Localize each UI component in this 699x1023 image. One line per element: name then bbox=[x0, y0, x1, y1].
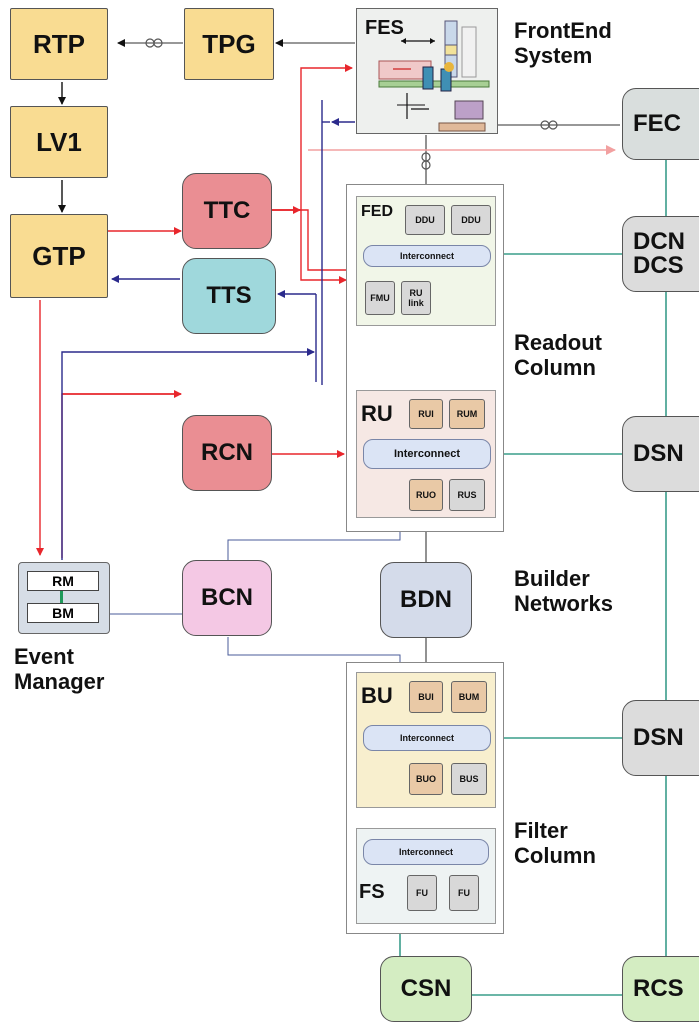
fs-title: FS bbox=[359, 881, 385, 903]
dsn-bottom-block[interactable]: DSN bbox=[622, 700, 699, 776]
bcn-block[interactable]: BCN bbox=[182, 560, 272, 636]
rtp-block[interactable]: RTP bbox=[10, 8, 108, 80]
ru-interconnect[interactable]: Interconnect bbox=[363, 439, 491, 469]
fec-block[interactable]: FEC bbox=[622, 88, 699, 160]
tts-block[interactable]: TTS bbox=[182, 258, 276, 334]
ru-title: RU bbox=[361, 401, 393, 426]
rus[interactable]: RUS bbox=[449, 479, 485, 511]
csn-block[interactable]: CSN bbox=[380, 956, 472, 1022]
fed-panel[interactable]: FED DDU DDU Interconnect FMU RU link bbox=[356, 196, 496, 326]
fs-interconnect[interactable]: Interconnect bbox=[363, 839, 489, 865]
bm-bar[interactable]: BM bbox=[27, 603, 99, 623]
rm-bm-link bbox=[60, 591, 63, 603]
ddu-2[interactable]: DDU bbox=[451, 205, 491, 235]
builder-networks-label: Builder Networks bbox=[514, 566, 614, 616]
lv1-block[interactable]: LV1 bbox=[10, 106, 108, 178]
ddu-1[interactable]: DDU bbox=[405, 205, 445, 235]
dcn-label: DCN bbox=[633, 228, 685, 255]
bu-panel[interactable]: BU BUI BUM Interconnect BUO BUS bbox=[356, 672, 496, 808]
fs-panel[interactable]: Interconnect FS FU FU bbox=[356, 828, 496, 924]
fu-2[interactable]: FU bbox=[449, 875, 479, 911]
gtp-label: GTP bbox=[32, 240, 86, 271]
dcs-label: DCS bbox=[633, 252, 684, 279]
bus[interactable]: BUS bbox=[451, 763, 487, 795]
event-manager-block[interactable]: RM BM bbox=[18, 562, 110, 634]
rui[interactable]: RUI bbox=[409, 399, 443, 429]
tpg-block[interactable]: TPG bbox=[184, 8, 274, 80]
rcs-block[interactable]: RCS bbox=[622, 956, 699, 1022]
event-manager-label: Event Manager bbox=[14, 644, 105, 694]
fes-title: FES bbox=[365, 17, 404, 39]
bui[interactable]: BUI bbox=[409, 681, 443, 713]
bcn-label: BCN bbox=[201, 584, 253, 611]
dsn-top-block[interactable]: DSN bbox=[622, 416, 699, 492]
bdn-block[interactable]: BDN bbox=[380, 562, 472, 638]
fu-1[interactable]: FU bbox=[407, 875, 437, 911]
ttc-block[interactable]: TTC bbox=[182, 173, 272, 249]
ttc-label: TTC bbox=[203, 197, 251, 224]
fed-interconnect[interactable]: Interconnect bbox=[363, 245, 491, 267]
bu-title: BU bbox=[361, 683, 393, 708]
fmu[interactable]: FMU bbox=[365, 281, 395, 315]
rm-bar[interactable]: RM bbox=[27, 571, 99, 591]
csn-label: CSN bbox=[400, 975, 452, 1002]
fes-schematic bbox=[378, 20, 490, 132]
bum[interactable]: BUM bbox=[451, 681, 487, 713]
rtp-label: RTP bbox=[33, 28, 85, 59]
dsn-bottom-label: DSN bbox=[633, 724, 684, 751]
ruo[interactable]: RUO bbox=[409, 479, 443, 511]
fec-label: FEC bbox=[633, 110, 681, 137]
rcs-label: RCS bbox=[633, 975, 684, 1002]
readout-column-label: Readout Column bbox=[514, 330, 602, 380]
dsn-top-label: DSN bbox=[633, 440, 684, 467]
fes-block[interactable]: FES bbox=[356, 8, 498, 134]
filter-column-label: Filter Column bbox=[514, 818, 596, 868]
bu-interconnect[interactable]: Interconnect bbox=[363, 725, 491, 751]
ru-link[interactable]: RU link bbox=[401, 281, 431, 315]
tts-label: TTS bbox=[206, 282, 252, 309]
ru-panel[interactable]: RU RUI RUM Interconnect RUO RUS bbox=[356, 390, 496, 518]
fed-title: FED bbox=[361, 203, 393, 220]
bdn-label: BDN bbox=[400, 586, 452, 613]
gtp-block[interactable]: GTP bbox=[10, 214, 108, 298]
buo[interactable]: BUO bbox=[409, 763, 443, 795]
rum[interactable]: RUM bbox=[449, 399, 485, 429]
lv1-label: LV1 bbox=[36, 126, 82, 157]
tpg-label: TPG bbox=[202, 28, 256, 59]
frontend-system-label: FrontEnd System bbox=[514, 18, 612, 68]
rcn-label: RCN bbox=[201, 439, 253, 466]
dcn-dcs-block[interactable]: DCN DCS bbox=[622, 216, 699, 292]
rcn-block[interactable]: RCN bbox=[182, 415, 272, 491]
